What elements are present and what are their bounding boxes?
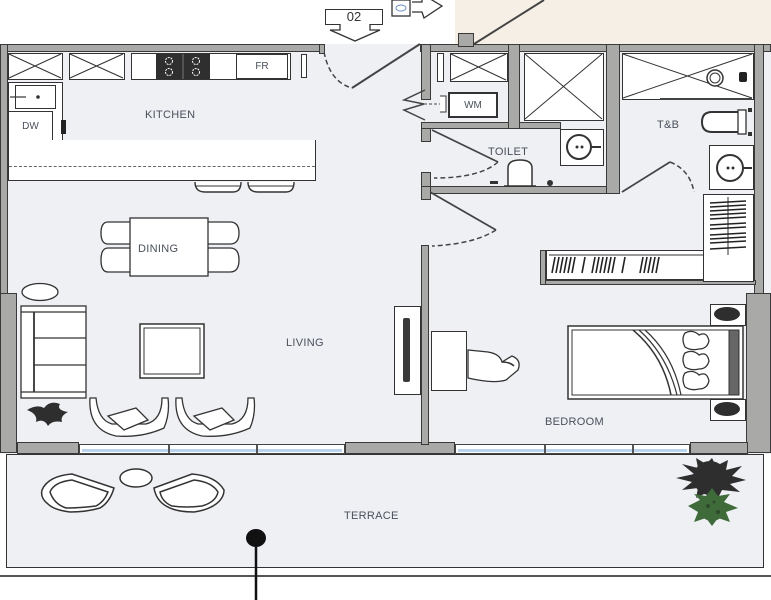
service-panel-slot <box>437 53 444 82</box>
fridge: FR <box>236 54 288 79</box>
wall-right <box>754 44 764 304</box>
unit-number: 02 <box>346 9 362 24</box>
wall-bottom-mid <box>345 442 455 454</box>
wall-bottom-right <box>690 442 748 454</box>
entrance-door-swing-icon <box>323 43 421 89</box>
fridge-label: FR <box>255 61 269 72</box>
room-label-terrace: TERRACE <box>344 510 399 522</box>
room-label-dining: DINING <box>138 243 179 255</box>
dishwasher-handle <box>61 120 66 134</box>
room-label-toilet: TOILET <box>488 146 529 158</box>
nightstand-bottom <box>710 399 746 421</box>
wall-partition-living-bedroom <box>421 245 429 445</box>
dining-set-icon <box>100 217 240 277</box>
hangers-icon <box>709 197 747 255</box>
wall-wm-bottom <box>421 122 561 129</box>
neighbor-entry-arrow-icon <box>391 0 444 20</box>
lamp-icon <box>714 307 740 321</box>
shower-cross-icon <box>622 53 753 99</box>
armchairs-icon <box>89 397 256 437</box>
wardrobe-vertical <box>703 194 754 282</box>
burner-icon <box>165 54 200 79</box>
wall-bottom-left <box>17 442 79 454</box>
wall-wardrobe-left <box>540 250 546 285</box>
tv-screen <box>403 318 410 382</box>
terrace-chairs-icon <box>40 468 225 513</box>
service-shaft-large <box>524 53 604 121</box>
wall-stub-top <box>458 33 474 47</box>
shaft-cross-icon <box>450 53 507 81</box>
washbasin-icon <box>566 134 601 160</box>
terrace-plants-icon <box>676 458 746 526</box>
side-table-icon <box>21 282 59 302</box>
window-living <box>79 444 345 454</box>
wardrobe-horizontal <box>546 250 708 280</box>
column-right <box>746 293 771 453</box>
toilet-washbasin <box>560 129 604 166</box>
kitchen-cabinet-2 <box>69 53 125 80</box>
entry-arrow-icon <box>329 24 381 42</box>
laundry-door-swing-icon <box>401 89 447 121</box>
toilet-door-swing-icon <box>431 129 499 179</box>
coffee-table-icon <box>139 323 205 379</box>
tb-wc-icon <box>700 108 752 136</box>
washing-machine: WM <box>448 92 498 118</box>
wall-service-left-top <box>421 44 431 100</box>
lamp-icon <box>714 402 740 416</box>
room-label-bedroom: BEDROOM <box>545 416 604 428</box>
corridor-edge-line <box>473 0 545 45</box>
desk-chair-icon <box>467 349 520 383</box>
cooktop <box>156 54 210 79</box>
dishwasher-label: DW <box>22 120 39 132</box>
wall-shaft-divider <box>508 44 520 129</box>
service-shaft-small <box>450 53 508 82</box>
column-left <box>0 293 17 453</box>
wc-icon <box>490 159 553 187</box>
dishwasher: DW <box>8 111 53 141</box>
kitchen-island <box>8 140 316 181</box>
cabinet-cross-icon <box>8 53 62 79</box>
washbasin-icon <box>716 154 752 182</box>
sofa-icon <box>20 305 87 399</box>
wall-left <box>0 44 8 294</box>
bedroom-door-swing-icon <box>429 191 497 247</box>
kitchen-sink <box>10 85 56 109</box>
door-jamb <box>319 44 325 54</box>
kitchen-tall-panel <box>301 54 307 78</box>
window-bedroom <box>455 444 690 454</box>
room-label-living: LIVING <box>286 337 324 349</box>
kitchen-cabinet-1 <box>8 53 63 80</box>
bed-icon <box>567 325 744 400</box>
terrace-edge-line <box>0 575 771 577</box>
washing-machine-label: WM <box>464 99 482 111</box>
room-label-kitchen: KITCHEN <box>145 109 196 121</box>
bar-stools-icon <box>194 181 295 193</box>
section-marker-icon <box>246 529 266 600</box>
cabinet-cross-icon <box>69 53 124 79</box>
shaft-cross-icon <box>524 53 603 120</box>
desk <box>431 331 467 391</box>
sink-tap-icon <box>10 95 40 99</box>
room-label-tb: T&B <box>657 119 680 131</box>
wall-tb-left <box>606 44 620 194</box>
plant-icon <box>27 402 68 426</box>
wall-top-left <box>0 44 324 52</box>
unit-number-marker: 02 <box>325 9 383 25</box>
tb-door-swing-icon <box>621 161 695 193</box>
bedroom-door-jamb <box>421 186 431 200</box>
shower-area <box>622 53 754 100</box>
hangers-icon <box>549 254 703 274</box>
tb-washbasin <box>709 145 754 190</box>
shower-screen <box>660 98 752 100</box>
nightstand-top <box>710 304 746 326</box>
